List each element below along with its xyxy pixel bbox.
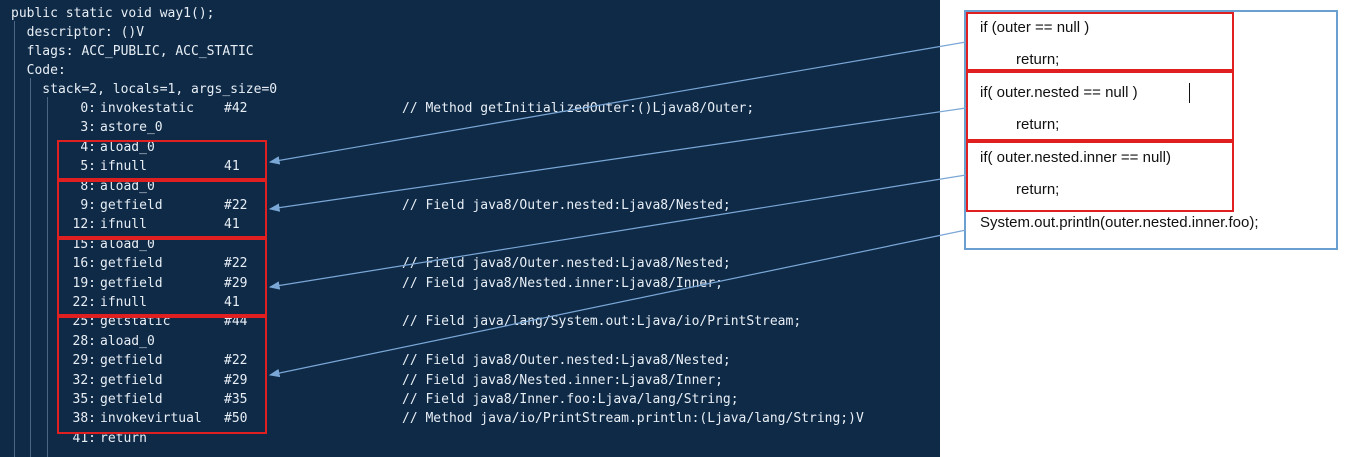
- instruction-opcode: invokestatic: [100, 101, 194, 116]
- arrow-inner-null-check: [268, 174, 967, 290]
- instruction-opcode: ifnull: [100, 295, 147, 310]
- instruction-comment: // Field java8/Outer.nested:Ljava8/Neste…: [402, 198, 731, 213]
- instruction-offset: 4:: [80, 139, 96, 155]
- method-signature: public static void way1();: [11, 6, 215, 21]
- instruction-comment: // Field java8/Outer.nested:Ljava8/Neste…: [402, 353, 731, 369]
- instruction-opcode: getfield: [100, 372, 163, 388]
- instruction-operand: #42: [224, 101, 248, 116]
- instruction-operand: 41: [224, 159, 240, 175]
- instruction-opcode: ifnull: [100, 159, 147, 175]
- instruction-comment: // Field java/lang/System.out:Ljava/io/P…: [402, 314, 802, 330]
- source-line-return: return;: [1016, 116, 1060, 133]
- instruction-comment: // Method java/io/PrintStream.println:(L…: [402, 411, 864, 427]
- instruction-operand: 41: [224, 217, 240, 233]
- instruction-operand: 41: [224, 295, 240, 310]
- instruction-offset: 3:: [80, 120, 96, 136]
- instruction-opcode: getfield: [100, 392, 163, 407]
- flags-line: flags: ACC_PUBLIC, ACC_STATIC: [11, 44, 254, 59]
- instruction-opcode: aload_0: [100, 178, 155, 194]
- instruction-offset: 29:: [72, 353, 96, 369]
- instruction-opcode: aload_0: [100, 236, 155, 252]
- instruction-operand: #44: [224, 314, 248, 330]
- instruction-comment: // Field java8/Outer.nested:Ljava8/Neste…: [402, 256, 731, 272]
- instruction-opcode: getfield: [100, 198, 163, 213]
- instruction-comment: // Method getInitializedOuter:()Ljava8/O…: [402, 99, 754, 118]
- instruction-operand: #22: [224, 256, 248, 272]
- bytecode-group-inner-null-check: [57, 238, 267, 316]
- instruction-opcode: ifnull: [100, 217, 147, 233]
- instruction-operand: #22: [224, 353, 248, 369]
- instruction-opcode: return: [100, 430, 147, 446]
- source-line-return: return;: [1016, 181, 1060, 198]
- source-group-inner-null-check: [966, 141, 1234, 212]
- instruction-operand: #35: [224, 392, 248, 407]
- source-line-if-inner-null: if( outer.nested.inner == null): [980, 149, 1171, 166]
- bytecode-panel: public static void way1(); descriptor: (…: [0, 0, 940, 457]
- bytecode-group-outer-null-check: [57, 140, 267, 180]
- instruction-operand: #22: [224, 198, 248, 213]
- instruction-offset: 16:: [72, 256, 96, 272]
- instruction-offset: 32:: [72, 372, 96, 388]
- instruction-opcode: aload_0: [100, 333, 155, 349]
- instruction-offset: 28:: [72, 333, 96, 349]
- instruction-offset: 12:: [72, 217, 96, 233]
- java-source-panel: if (outer == null ) return; if( outer.ne…: [964, 10, 1338, 250]
- instruction-comment: // Field java8/Nested.inner:Ljava8/Inner…: [402, 372, 723, 388]
- bytecode-group-println: [57, 316, 267, 434]
- instruction-offset: 25:: [72, 314, 96, 330]
- instruction-opcode: getstatic: [100, 314, 171, 330]
- instruction-operand: #29: [224, 372, 248, 388]
- indent-guide: [30, 78, 31, 457]
- arrow-nested-null-check: [268, 107, 967, 212]
- instruction-offset: 0:: [80, 101, 96, 116]
- instruction-offset: 41:: [72, 430, 96, 446]
- indent-guide: [47, 97, 48, 457]
- source-group-outer-null-check: [966, 12, 1234, 71]
- instruction-operand: #29: [224, 275, 248, 291]
- instruction-opcode: getfield: [100, 353, 163, 369]
- instruction-opcode: astore_0: [100, 120, 163, 136]
- instruction-opcode: invokevirtual: [100, 411, 202, 427]
- code-label: Code:: [11, 63, 66, 78]
- instruction-offset: 38:: [72, 411, 96, 427]
- source-line-if-nested-null: if( outer.nested == null ): [980, 84, 1138, 101]
- instruction-opcode: aload_0: [100, 139, 155, 155]
- text-cursor: [1189, 83, 1190, 103]
- instruction-offset: 15:: [72, 236, 96, 252]
- instruction-opcode: getfield: [100, 256, 163, 272]
- instruction-offset: 19:: [72, 275, 96, 291]
- bytecode-group-nested-null-check: [57, 180, 267, 238]
- source-line-println: System.out.println(outer.nested.inner.fo…: [980, 214, 1259, 231]
- indent-guide: [14, 21, 15, 457]
- instruction-comment: // Field java8/Inner.foo:Ljava/lang/Stri…: [402, 392, 739, 407]
- arrow-println: [268, 229, 967, 378]
- instruction-offset: 5:: [80, 159, 96, 175]
- instruction-operand: #50: [224, 411, 248, 427]
- instruction-offset: 22:: [72, 295, 96, 310]
- instruction-offset: 35:: [72, 392, 96, 407]
- source-line-return: return;: [1016, 51, 1060, 68]
- instruction-opcode: getfield: [100, 275, 163, 291]
- stack-line: stack=2, locals=1, args_size=0: [11, 82, 278, 97]
- instruction-comment: // Field java8/Nested.inner:Ljava8/Inner…: [402, 275, 723, 291]
- instruction-offset: 9:: [80, 198, 96, 213]
- source-group-nested-null-check: [966, 71, 1234, 141]
- source-line-if-outer-null: if (outer == null ): [980, 19, 1090, 36]
- instruction-offset: 8:: [80, 178, 96, 194]
- arrow-outer-null-check: [268, 41, 967, 165]
- descriptor-line: descriptor: ()V: [11, 25, 145, 40]
